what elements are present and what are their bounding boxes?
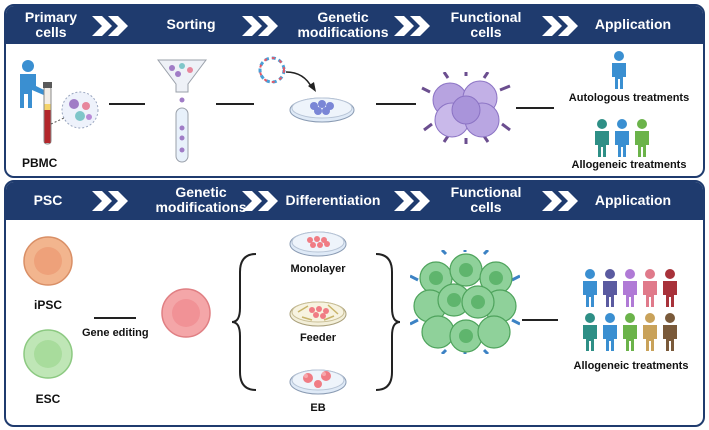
- functional-cells-cluster-icon: [410, 250, 520, 354]
- header-differentiation: Differentiation: [285, 192, 381, 208]
- header-primary-line2: cells: [35, 24, 67, 40]
- header-functional-line2: cells: [470, 24, 502, 40]
- header-functional-line2: cells: [470, 199, 502, 215]
- ipsc-cell-icon: [23, 236, 73, 286]
- connector-line: [94, 317, 136, 319]
- esc-cell-icon: [23, 329, 73, 379]
- connector-line: [376, 103, 416, 105]
- header-genetic-line1: Genetic: [175, 184, 227, 200]
- person-icon: [612, 51, 626, 89]
- header-primary-line1: Primary: [24, 9, 78, 25]
- left-brace-icon: [231, 253, 257, 391]
- label-feeder: Feeder: [299, 332, 337, 344]
- header-functional-cells-bottom: Functional cells: [436, 185, 536, 215]
- feeder-dish-icon: [289, 301, 347, 327]
- monolayer-dish-icon: [289, 231, 347, 257]
- people-crowd-icon: [583, 269, 677, 351]
- header-psc: PSC: [33, 192, 63, 208]
- psc-panel: PSC Genetic modifications Differentiatio…: [4, 180, 705, 427]
- header-genetic-line2: modifications: [155, 199, 247, 215]
- primary-cells-panel: Primary cells Sorting Genetic modificati…: [4, 4, 705, 178]
- blood-draw-icon: [20, 60, 99, 145]
- connector-line: [516, 107, 554, 109]
- header-functional-cells: Functional cells: [436, 10, 536, 40]
- edited-cell-icon: [161, 288, 211, 338]
- header-primary-cells: Primary cells: [16, 10, 86, 40]
- label-ipsc: iPSC: [33, 298, 62, 312]
- label-gene-editing: Gene editing: [82, 327, 149, 339]
- label-allogeneic-treatments: Allogeneic treatments: [571, 159, 687, 171]
- functional-cells-icon: [421, 72, 511, 144]
- chevron-arrow-icon: [542, 16, 578, 36]
- header-genetic-modifications-bottom: Genetic modifications: [146, 185, 256, 215]
- label-esc: ESC: [35, 392, 61, 406]
- label-allogeneic-treatments-bottom: Allogeneic treatments: [573, 360, 689, 372]
- header-genetic-modifications: Genetic modifications: [288, 10, 398, 40]
- eb-dish-icon: [289, 369, 347, 395]
- right-brace-icon: [375, 253, 401, 391]
- chevron-arrow-icon: [92, 16, 128, 36]
- header-application: Application: [594, 16, 672, 32]
- plasmid-transfection-icon: [258, 56, 355, 123]
- chevron-arrow-icon: [394, 16, 430, 36]
- chevron-arrow-icon: [242, 16, 278, 36]
- chevron-arrow-icon: [92, 191, 128, 211]
- label-autologous-treatments: Autologous treatments: [568, 92, 690, 104]
- label-monolayer: Monolayer: [290, 263, 346, 275]
- chevron-arrow-icon: [242, 191, 278, 211]
- chevron-arrow-icon: [394, 191, 430, 211]
- label-eb: EB: [310, 402, 326, 414]
- chevron-arrow-icon: [542, 191, 578, 211]
- header-functional-line1: Functional: [450, 9, 522, 25]
- label-pbmc: PBMC: [22, 156, 58, 170]
- header-sorting: Sorting: [166, 16, 216, 32]
- people-group-icon: [595, 119, 649, 157]
- connector-line: [109, 103, 145, 105]
- header-functional-line1: Functional: [450, 184, 522, 200]
- header-genetic-line2: modifications: [297, 24, 389, 40]
- header-application-bottom: Application: [594, 192, 672, 208]
- cell-sorter-icon: [157, 59, 207, 163]
- header-genetic-line1: Genetic: [317, 9, 369, 25]
- connector-line: [522, 319, 558, 321]
- connector-line: [216, 103, 254, 105]
